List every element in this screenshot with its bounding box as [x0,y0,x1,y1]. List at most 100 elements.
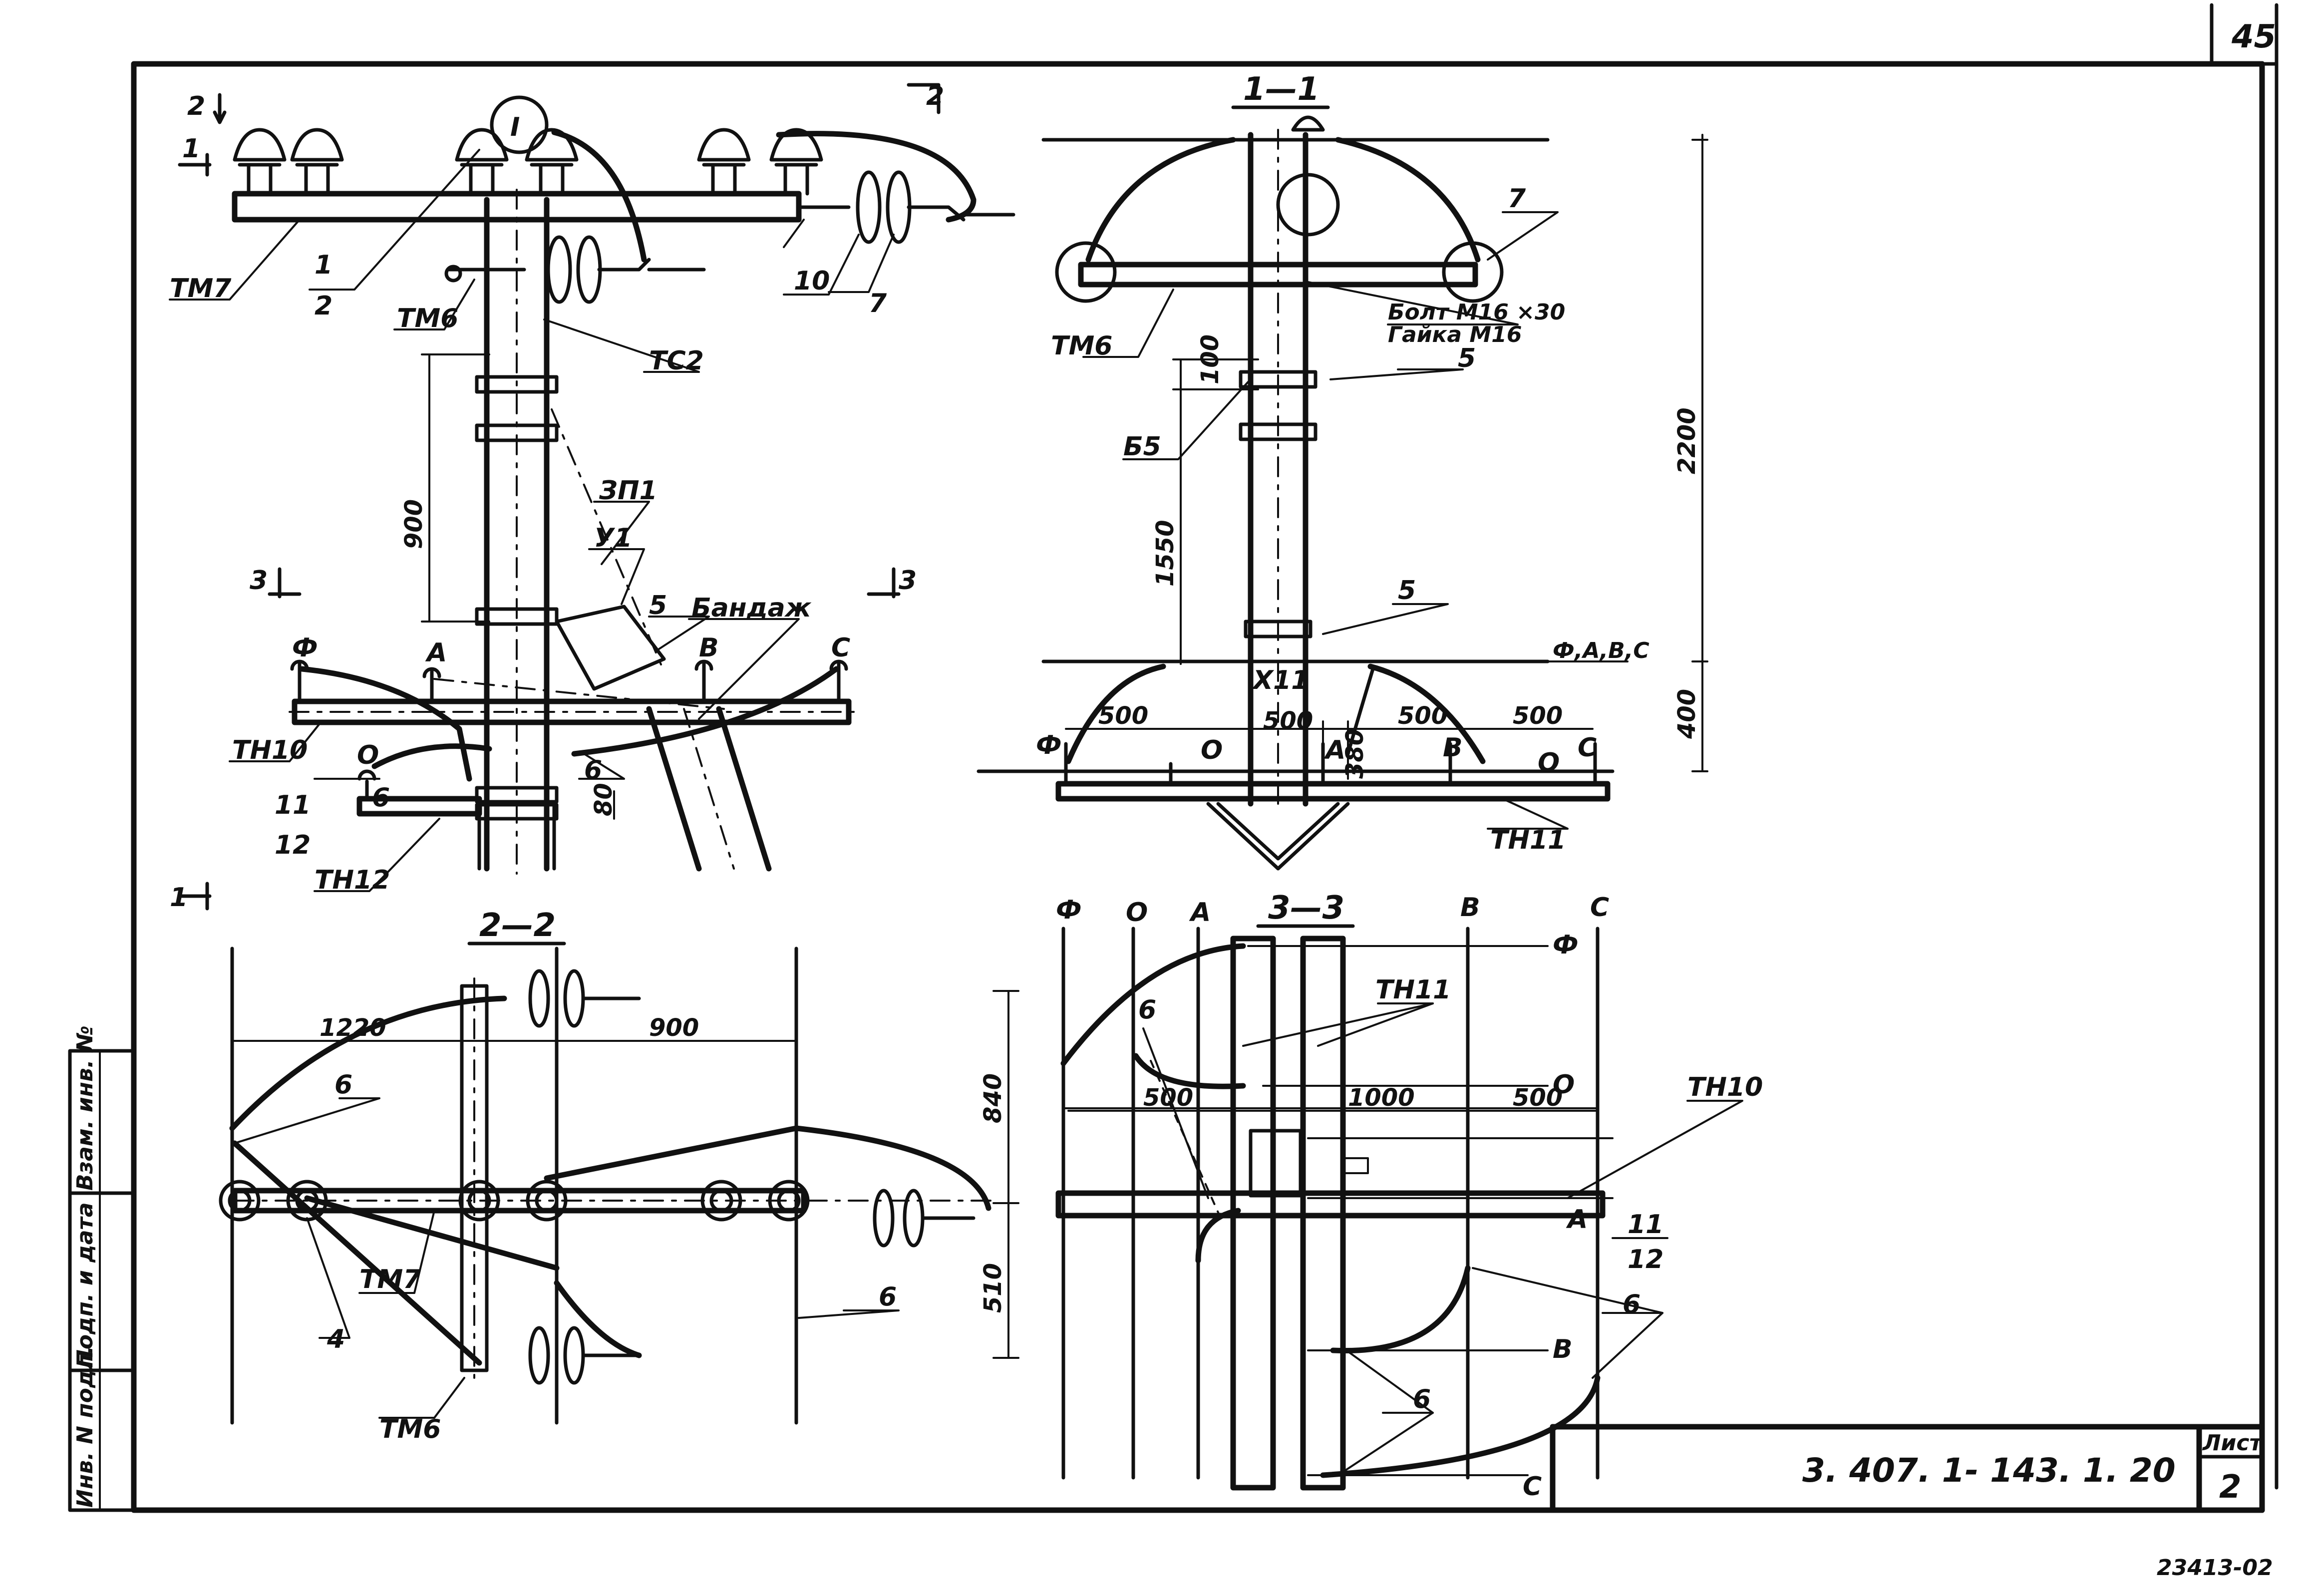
label-1-1-tm6: ТМ6 [1051,331,1112,361]
strain-insulator-tm6 [444,129,706,304]
crossarm-tn10-plan [1055,1190,1606,1219]
pole-outline [484,197,550,872]
dim-2-2-900: 900 [649,1014,699,1042]
spools-1-1 [1055,115,1504,303]
label-2-2-n6a: 6 [334,1070,352,1100]
leaders-1-1 [1082,211,1629,830]
section-view-2-2: 2—2 [219,907,1019,1444]
clamps-1-1 [1239,370,1318,638]
label-n6: 6 [372,783,390,813]
main-leaders [169,149,895,892]
label-n7: 7 [869,289,887,319]
dims-1-1 [1065,134,1708,780]
dim-400: 400 [1673,689,1701,739]
label-n11: 11 [275,790,311,820]
section-view-3-3: 3—3 [1055,890,1763,1502]
list-label: Лист [2202,1430,2263,1456]
label-3-3-top-b: В [1460,893,1480,923]
label-n2: 2 [315,291,332,321]
label-3-3-top-c: С [1590,893,1609,923]
label-3-3-top-a: А [1189,898,1211,928]
dim-380: 380 [1341,729,1369,779]
label-tc2: ТС2 [649,346,704,376]
crossarm-tm7-plan [232,1188,807,1214]
label-1-1-n7: 7 [1508,184,1526,214]
leaders-3-3 [1142,1002,1743,1476]
label-3-3-n6c: 6 [1413,1384,1431,1414]
section-mark-1-top: 1 [182,134,200,164]
dim-2200: 2200 [1673,407,1701,474]
pole-clamps [475,375,559,821]
label-n6b: 6 [584,755,602,785]
label-1-1-n5b: 5 [1398,576,1416,606]
label-3-3-right-b: В [1553,1334,1573,1364]
dim-500a: 500 [1098,702,1148,730]
crossarm-tn12 [356,796,482,817]
label-3-3-tn11: ТН11 [1375,975,1451,1005]
main-elevation-view: I 1 1 2 2 3 3 ТМ7 1 2 ТМ6 ТС2 З [169,81,1015,913]
section-view-1-1: 1—1 220 [977,71,1708,871]
strain-plan [528,969,976,1385]
sheet-frame [68,3,2279,1513]
label-n10: 10 [794,266,830,296]
dim-80: 80 [590,783,618,816]
section-mark-1-bottom: 1 [170,883,188,913]
dims-2-2 [231,990,1019,1359]
label-3-3-n6b: 6 [1623,1289,1641,1319]
label-2-2-tm7: ТМ7 [359,1265,421,1294]
dim-1550: 1550 [1151,520,1179,587]
label-3-3-n6a: 6 [1138,995,1156,1025]
dim-500d: 500 [1513,702,1563,730]
dim-510: 510 [979,1263,1007,1313]
dim-3-3-500a: 500 [1143,1084,1193,1112]
dim-1000: 1000 [1348,1084,1415,1112]
label-phase-o: О [357,740,379,770]
dim-500c: 500 [1398,702,1448,730]
side-stamp: Инв. N подл. Подп. и дата Взам. инв. № [72,1025,98,1508]
label-phase-f: Ф [292,633,318,663]
label-tm7: ТМ7 [170,274,232,304]
dim-100: 100 [1196,334,1224,384]
dim-900: 900 [400,499,428,549]
dim-840: 840 [979,1073,1007,1123]
marker-i: I [510,112,520,142]
label-2-2-n4: 4 [327,1324,345,1354]
wires-3-3 [1061,927,1600,1480]
label-n5: 5 [649,591,667,621]
list-number: 2 [2219,1469,2242,1506]
label-x11: Х11 [1252,665,1309,695]
label-1-1-o: О [1201,735,1223,765]
label-y1: У1 [594,523,632,553]
label-3-3-top-o: О [1126,898,1148,928]
dim-1220: 1220 [320,1014,386,1042]
section-mark-2-right: 2 [926,81,944,111]
label-1-1-a: А [1323,735,1345,765]
label-b5: Б5 [1123,432,1161,462]
label-phase-b: В [699,633,719,663]
label-3-3-tn10: ТН10 [1687,1072,1763,1102]
label-3-3-right-o: О [1553,1070,1575,1100]
strut-zp1 [551,408,772,872]
archive-number: 23413-02 [2157,1555,2273,1581]
title-2-2: 2—2 [479,907,556,944]
main-dims [421,353,615,820]
title-1-1: 1—1 [1243,71,1319,108]
strain-insulator-right [776,131,1015,244]
label-n12: 12 [275,830,311,860]
label-zp1: ЗП1 [599,476,658,506]
section-mark-3-left: 3 [250,566,268,596]
stamp-replace-inv: Взам. инв. № [72,1025,98,1191]
stamp-sign-date: Подп. и дата [72,1202,98,1368]
label-bolt: Болт М16 ×30 [1388,300,1565,325]
label-3-3-right-f: Ф [1553,930,1579,960]
label-nut: Гайка М16 [1388,322,1522,347]
label-1-1-o2: О [1538,748,1560,778]
pole-1-1 [1248,132,1309,807]
page-number: 45 [2231,18,2276,55]
label-bandazh: Бандаж [691,593,812,623]
label-1-1-n5a: 5 [1458,343,1476,373]
leaders-2-2 [234,1097,900,1419]
label-3-3-n12: 12 [1628,1245,1663,1275]
label-3-3-right-a: А [1566,1205,1588,1235]
insulators-top [233,128,823,196]
